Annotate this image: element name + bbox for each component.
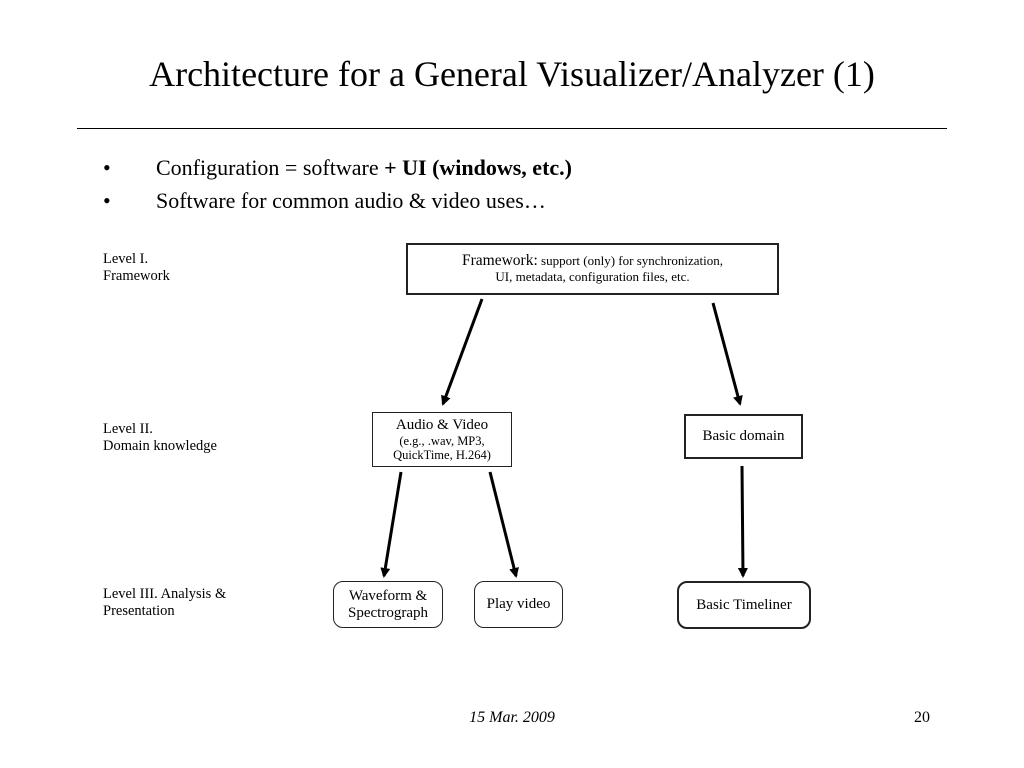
level-label-line: Domain knowledge [103,438,217,454]
bullet-marker: • [103,155,111,180]
slide-title: Architecture for a General Visualizer/An… [149,54,875,94]
audio-video-label: Audio & Video [395,417,489,433]
basic-domain-label: Basic domain [702,428,785,444]
arrow-framework-to-basic-domain [711,302,743,406]
level-label-line: Level I. [103,251,149,267]
bullet-item: • Software for common audio & video uses… [102,184,572,217]
bullet-text: Configuration = software [156,155,385,180]
waveform-line-2: Spectrograph [348,604,428,621]
audio-video-box: Audio & Video (e.g., .wav, MP3, QuickTim… [372,412,512,467]
audio-video-sub-2: QuickTime, H.264) [393,448,491,462]
audio-video-sub-1: (e.g., .wav, MP3, [399,434,485,448]
framework-line-2: UI, metadata, configuration files, etc. [495,269,690,284]
bullet-bold-text: + UI (windows, etc.) [384,155,572,180]
bullet-marker: • [103,188,111,213]
framework-box: Framework: support (only) for synchroniz… [406,243,779,295]
level-label-domain: Level II. Domain knowledge [103,421,217,455]
level-label-framework: Level I. Framework [103,251,170,285]
level-label-line: Framework [103,268,170,284]
basic-domain-box: Basic domain [684,414,803,459]
level-label-line: Presentation [103,603,175,619]
level-label-analysis: Level III. Analysis & Presentation [103,586,226,620]
basic-timeliner-box: Basic Timeliner [677,581,811,629]
arrow-framework-to-audio-video [441,298,484,406]
arrow-audio-video-to-waveform [380,471,403,578]
level-label-line: Level II. [103,421,153,437]
title-divider [77,128,947,129]
framework-lead: Framework: [462,252,538,269]
arrow-audio-video-to-play-video [488,471,519,578]
framework-line-1: Framework: support (only) for synchroniz… [462,253,723,269]
footer-date: 15 Mar. 2009 [469,709,555,726]
framework-line-1-rest: support (only) for synchronization, [537,253,723,268]
waveform-box: Waveform & Spectrograph [333,581,443,628]
waveform-line-1: Waveform & [348,587,428,604]
basic-timeliner-label: Basic Timeliner [696,596,792,613]
bullet-text: Software for common audio & video uses… [156,188,546,213]
level-label-line: Level III. Analysis & [103,586,227,602]
arrow-basic-domain-to-basic-timeliner [737,465,748,578]
play-video-label: Play video [486,596,551,612]
bullet-list: • Configuration = software + UI (windows… [102,151,572,217]
page-number: 20 [914,709,930,726]
bullet-item: • Configuration = software + UI (windows… [102,151,572,184]
play-video-box: Play video [474,581,563,628]
